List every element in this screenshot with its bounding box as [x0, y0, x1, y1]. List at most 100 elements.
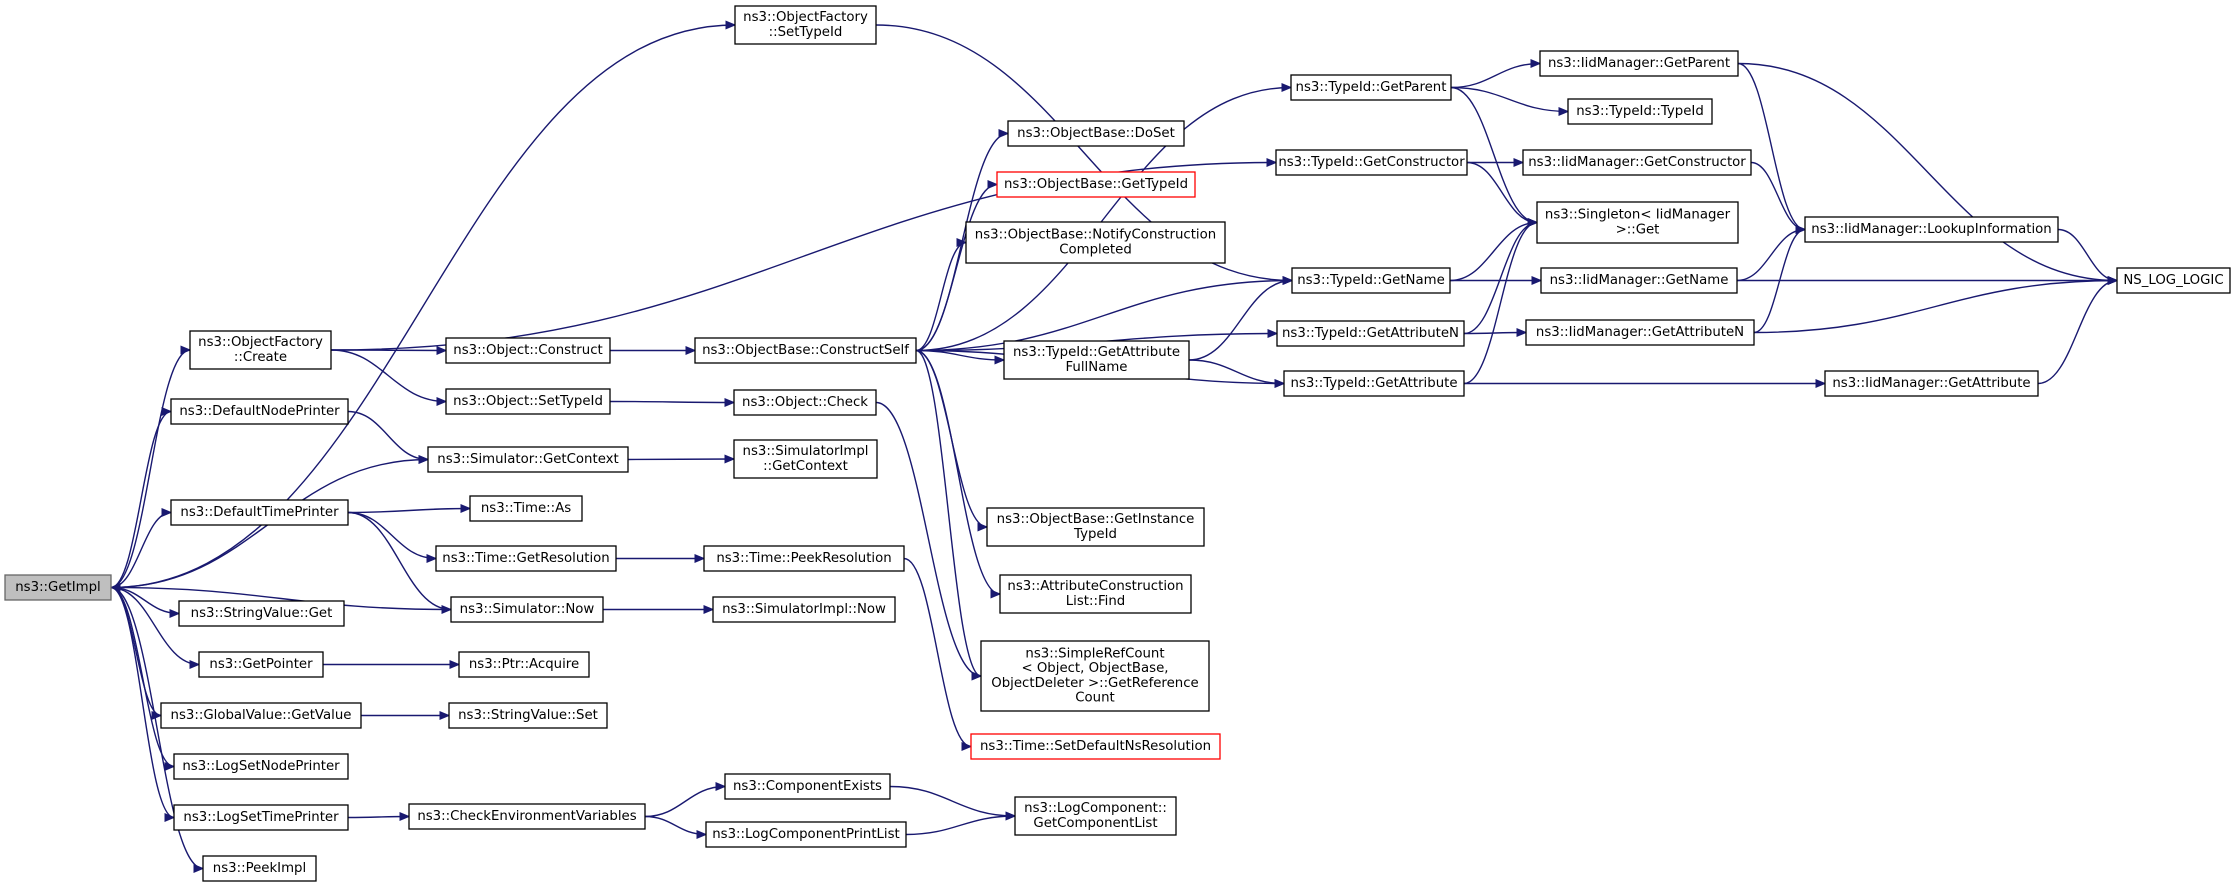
- node-box-iidmgr_getattributen[interactable]: [1525, 319, 1755, 346]
- node-box-objectbase_notify[interactable]: [965, 221, 1226, 264]
- node-iidmgr_getconstructor[interactable]: ns3::IidManager::GetConstructor: [1522, 149, 1752, 176]
- node-box-typeid_getconstructor[interactable]: [1275, 149, 1468, 176]
- node-typeid_getparent[interactable]: ns3::TypeId::GetParent: [1290, 74, 1452, 101]
- node-box-logcomponent_getlist[interactable]: [1014, 796, 1177, 836]
- node-iidmgr_getparent[interactable]: ns3::IidManager::GetParent: [1539, 50, 1739, 77]
- node-simulator_getcontext[interactable]: ns3::Simulator::GetContext: [427, 446, 629, 473]
- node-box-globalvalue_getvalue[interactable]: [160, 702, 362, 729]
- node-default_node_printer[interactable]: ns3::DefaultNodePrinter: [170, 398, 349, 425]
- node-box-ns_log_logic[interactable]: [2116, 267, 2231, 294]
- node-time_setdefaultnsres[interactable]: ns3::Time::SetDefaultNsResolution: [970, 733, 1221, 760]
- node-box-objectbase_getinstancetypeid[interactable]: [986, 507, 1205, 547]
- node-box-objectbase_constructself[interactable]: [694, 337, 917, 364]
- node-log_set_time_printer[interactable]: ns3::LogSetTimePrinter: [173, 804, 349, 831]
- node-logcomponent_getlist[interactable]: ns3::LogComponent::GetComponentList: [1014, 796, 1177, 836]
- node-box-log_component_printlist[interactable]: [705, 821, 907, 848]
- node-box-time_getresolution[interactable]: [435, 545, 617, 572]
- node-box-of_create[interactable]: [189, 330, 332, 370]
- node-typeid_getattribute[interactable]: ns3::TypeId::GetAttribute: [1283, 370, 1465, 397]
- node-box-simulator_now[interactable]: [450, 596, 604, 623]
- node-box-iidmgr_getconstructor[interactable]: [1522, 149, 1752, 176]
- node-iidmgr_getname[interactable]: ns3::IidManager::GetName: [1540, 267, 1738, 294]
- node-simimpl_getcontext[interactable]: ns3::SimulatorImpl::GetContext: [733, 439, 878, 479]
- node-time_peekresolution[interactable]: ns3::Time::PeekResolution: [703, 545, 905, 572]
- node-log_component_printlist[interactable]: ns3::LogComponentPrintList: [705, 821, 907, 848]
- node-box-iidmgr_getparent[interactable]: [1539, 50, 1739, 77]
- node-box-iidmgr_getname[interactable]: [1540, 267, 1738, 294]
- node-box-typeid_getattributen[interactable]: [1276, 320, 1465, 347]
- node-iidmgr_getattribute[interactable]: ns3::IidManager::GetAttribute: [1824, 370, 2039, 397]
- node-box-simimpl_getcontext[interactable]: [733, 439, 878, 479]
- node-box-check_env[interactable]: [408, 803, 646, 830]
- node-getpointer[interactable]: ns3::GetPointer: [198, 651, 324, 678]
- node-box-singleton_get[interactable]: [1536, 201, 1739, 244]
- node-ptr_acquire[interactable]: ns3::Ptr::Acquire: [458, 651, 590, 678]
- node-box-typeid_typeid[interactable]: [1567, 98, 1713, 125]
- node-box-object_construct[interactable]: [445, 337, 611, 364]
- node-component_exists[interactable]: ns3::ComponentExists: [724, 773, 891, 800]
- node-box-object_check[interactable]: [733, 389, 877, 416]
- node-iidmgr_lookupinfo[interactable]: ns3::IidManager::LookupInformation: [1804, 216, 2059, 243]
- node-box-getpointer[interactable]: [198, 651, 324, 678]
- node-time_as[interactable]: ns3::Time::As: [469, 495, 583, 522]
- node-box-typeid_getattribute[interactable]: [1283, 370, 1465, 397]
- node-box-objectbase_doset[interactable]: [1007, 120, 1185, 147]
- node-iidmgr_getattributen[interactable]: ns3::IidManager::GetAttributeN: [1525, 319, 1755, 346]
- node-box-time_setdefaultnsres[interactable]: [970, 733, 1221, 760]
- node-of_settypeid[interactable]: ns3::ObjectFactory::SetTypeId: [734, 5, 877, 45]
- node-simulator_now[interactable]: ns3::Simulator::Now: [450, 596, 604, 623]
- node-singleton_get[interactable]: ns3::Singleton< IidManager >::Get: [1536, 201, 1739, 244]
- node-box-time_peekresolution[interactable]: [703, 545, 905, 572]
- node-ns_log_logic[interactable]: NS_LOG_LOGIC: [2116, 267, 2231, 294]
- node-log_set_node_printer[interactable]: ns3::LogSetNodePrinter: [173, 753, 349, 780]
- node-box-of_settypeid[interactable]: [734, 5, 877, 45]
- node-typeid_getconstructor[interactable]: ns3::TypeId::GetConstructor: [1275, 149, 1468, 176]
- node-stringvalue_set[interactable]: ns3::StringValue::Set: [448, 702, 608, 729]
- node-getimpl[interactable]: ns3::GetImpl: [4, 574, 112, 601]
- node-box-stringvalue_get[interactable]: [178, 600, 345, 627]
- node-box-default_node_printer[interactable]: [170, 398, 349, 425]
- node-globalvalue_getvalue[interactable]: ns3::GlobalValue::GetValue: [160, 702, 362, 729]
- node-box-component_exists[interactable]: [724, 773, 891, 800]
- node-box-time_as[interactable]: [469, 495, 583, 522]
- node-object_settypeid[interactable]: ns3::Object::SetTypeId: [445, 388, 611, 415]
- node-of_create[interactable]: ns3::ObjectFactory::Create: [189, 330, 332, 370]
- node-box-typeid_getparent[interactable]: [1290, 74, 1452, 101]
- node-objectbase_constructself[interactable]: ns3::ObjectBase::ConstructSelf: [694, 337, 917, 364]
- node-box-stringvalue_set[interactable]: [448, 702, 608, 729]
- node-peekimpl[interactable]: ns3::PeekImpl: [202, 855, 317, 882]
- node-box-simimpl_now[interactable]: [712, 596, 896, 623]
- node-box-simulator_getcontext[interactable]: [427, 446, 629, 473]
- node-box-iidmgr_lookupinfo[interactable]: [1804, 216, 2059, 243]
- node-box-log_set_node_printer[interactable]: [173, 753, 349, 780]
- node-object_construct[interactable]: ns3::Object::Construct: [445, 337, 611, 364]
- node-box-typeid_getattrfullname[interactable]: [1003, 340, 1190, 380]
- node-simimpl_now[interactable]: ns3::SimulatorImpl::Now: [712, 596, 896, 623]
- node-box-object_settypeid[interactable]: [445, 388, 611, 415]
- node-box-attrconstructionlist_find[interactable]: [999, 574, 1192, 614]
- node-box-simplerefcount[interactable]: [980, 640, 1210, 712]
- node-objectbase_doset[interactable]: ns3::ObjectBase::DoSet: [1007, 120, 1185, 147]
- node-box-ptr_acquire[interactable]: [458, 651, 590, 678]
- node-typeid_getname[interactable]: ns3::TypeId::GetName: [1291, 267, 1451, 294]
- node-objectbase_notify[interactable]: ns3::ObjectBase::NotifyConstructionCompl…: [965, 221, 1226, 264]
- node-box-peekimpl[interactable]: [202, 855, 317, 882]
- node-simplerefcount[interactable]: ns3::SimpleRefCount< Object, ObjectBase,…: [980, 640, 1210, 712]
- node-time_getresolution[interactable]: ns3::Time::GetResolution: [435, 545, 617, 572]
- node-box-getimpl[interactable]: [4, 574, 112, 601]
- node-box-typeid_getname[interactable]: [1291, 267, 1451, 294]
- node-stringvalue_get[interactable]: ns3::StringValue::Get: [178, 600, 345, 627]
- node-box-log_set_time_printer[interactable]: [173, 804, 349, 831]
- node-objectbase_gettypeid[interactable]: ns3::ObjectBase::GetTypeId: [996, 171, 1196, 198]
- node-default_time_printer[interactable]: ns3::DefaultTimePrinter: [170, 499, 349, 526]
- node-box-default_time_printer[interactable]: [170, 499, 349, 526]
- node-object_check[interactable]: ns3::Object::Check: [733, 389, 877, 416]
- node-box-iidmgr_getattribute[interactable]: [1824, 370, 2039, 397]
- node-typeid_getattributen[interactable]: ns3::TypeId::GetAttributeN: [1276, 320, 1465, 347]
- node-typeid_typeid[interactable]: ns3::TypeId::TypeId: [1567, 98, 1713, 125]
- node-box-objectbase_gettypeid[interactable]: [996, 171, 1196, 198]
- node-check_env[interactable]: ns3::CheckEnvironmentVariables: [408, 803, 646, 830]
